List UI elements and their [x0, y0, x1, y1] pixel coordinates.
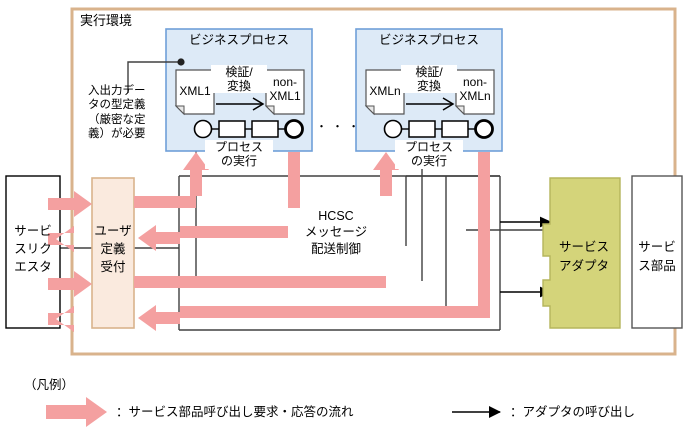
pink-arrow-bp1-invoke-up: [183, 152, 209, 196]
pink-arrow-bp2-invoke-up: [373, 152, 399, 196]
bp1-transform-arrow: [216, 97, 265, 111]
hcsc-label: HCSC メッセージ 配送制御: [288, 208, 384, 257]
legend-pink-label: ：サービス部品呼び出し要求・応答の流れ: [116, 405, 354, 419]
pink-arrow-to-userdef-1: [138, 225, 180, 251]
pink-arrow-to-userdef-2: [138, 305, 180, 331]
user-definition-label: ユーザ 定義 受付: [94, 224, 132, 275]
service-component-box: [631, 175, 683, 329]
pink-arrow-request-in: [48, 191, 92, 217]
service-component-label: サービ ス部品: [638, 240, 676, 273]
bp1-transform-label: 検証/ 変換: [211, 65, 267, 94]
process-ellipsis: ・ ・ ・: [316, 121, 361, 133]
business-process-2-title: ビジネスプロセス: [378, 33, 479, 47]
annotation-leader-line: [127, 61, 180, 93]
execution-environment-title: 実行環境: [80, 13, 133, 28]
service-requester-label: サービ スリク エスタ: [14, 224, 52, 275]
bp1-task-2: [251, 120, 279, 138]
legend-title: （凡例）: [24, 378, 75, 392]
bp2-start-node: [383, 119, 403, 139]
bp2-end-node: [474, 119, 494, 139]
bp2-input-document: [365, 69, 405, 115]
bp1-start-node: [193, 119, 213, 139]
bp2-execution-label: プロセス の実行: [395, 140, 463, 169]
annotation-leader-dot: [177, 58, 185, 66]
bp1-output-doc-label: non- XML1: [269, 75, 301, 103]
pink-bus-request-bottom: [134, 276, 386, 288]
bp2-task-1: [408, 120, 436, 138]
pink-bus-request-top: [134, 196, 196, 208]
bp2-task-2: [441, 120, 469, 138]
pink-arrow-response-out: [48, 226, 74, 252]
service-adapter-box: [542, 177, 621, 329]
pink-arrow-response-out-2: [48, 306, 74, 332]
pink-arrow-request-in-2: [48, 271, 92, 297]
bp2-transform-arrow: [406, 97, 455, 111]
bp2-input-doc-label: XMLn: [369, 84, 401, 98]
business-process-1-title: ビジネスプロセス: [188, 33, 289, 47]
service-adapter-label: サービス アダプタ: [558, 240, 609, 273]
bp2-output-document: [455, 69, 495, 115]
io-type-definition-annotation: 入出力デー タの型定義 （厳密な定 義）が必要: [88, 85, 146, 141]
bp1-end-node: [284, 119, 304, 139]
bp2-output-doc-label: non- XMLn: [459, 75, 491, 103]
bp1-input-doc-label: XML1: [179, 84, 211, 98]
bp1-input-document: [175, 69, 215, 115]
bp1-execution-label: プロセス の実行: [205, 140, 273, 169]
bp2-transform-label: 検証/ 変換: [401, 65, 457, 94]
bp1-output-document: [265, 69, 305, 115]
legend-black-label: ：アダプタの呼び出し: [510, 405, 636, 419]
user-definition-box: [91, 177, 135, 329]
bp1-task-1: [218, 120, 246, 138]
